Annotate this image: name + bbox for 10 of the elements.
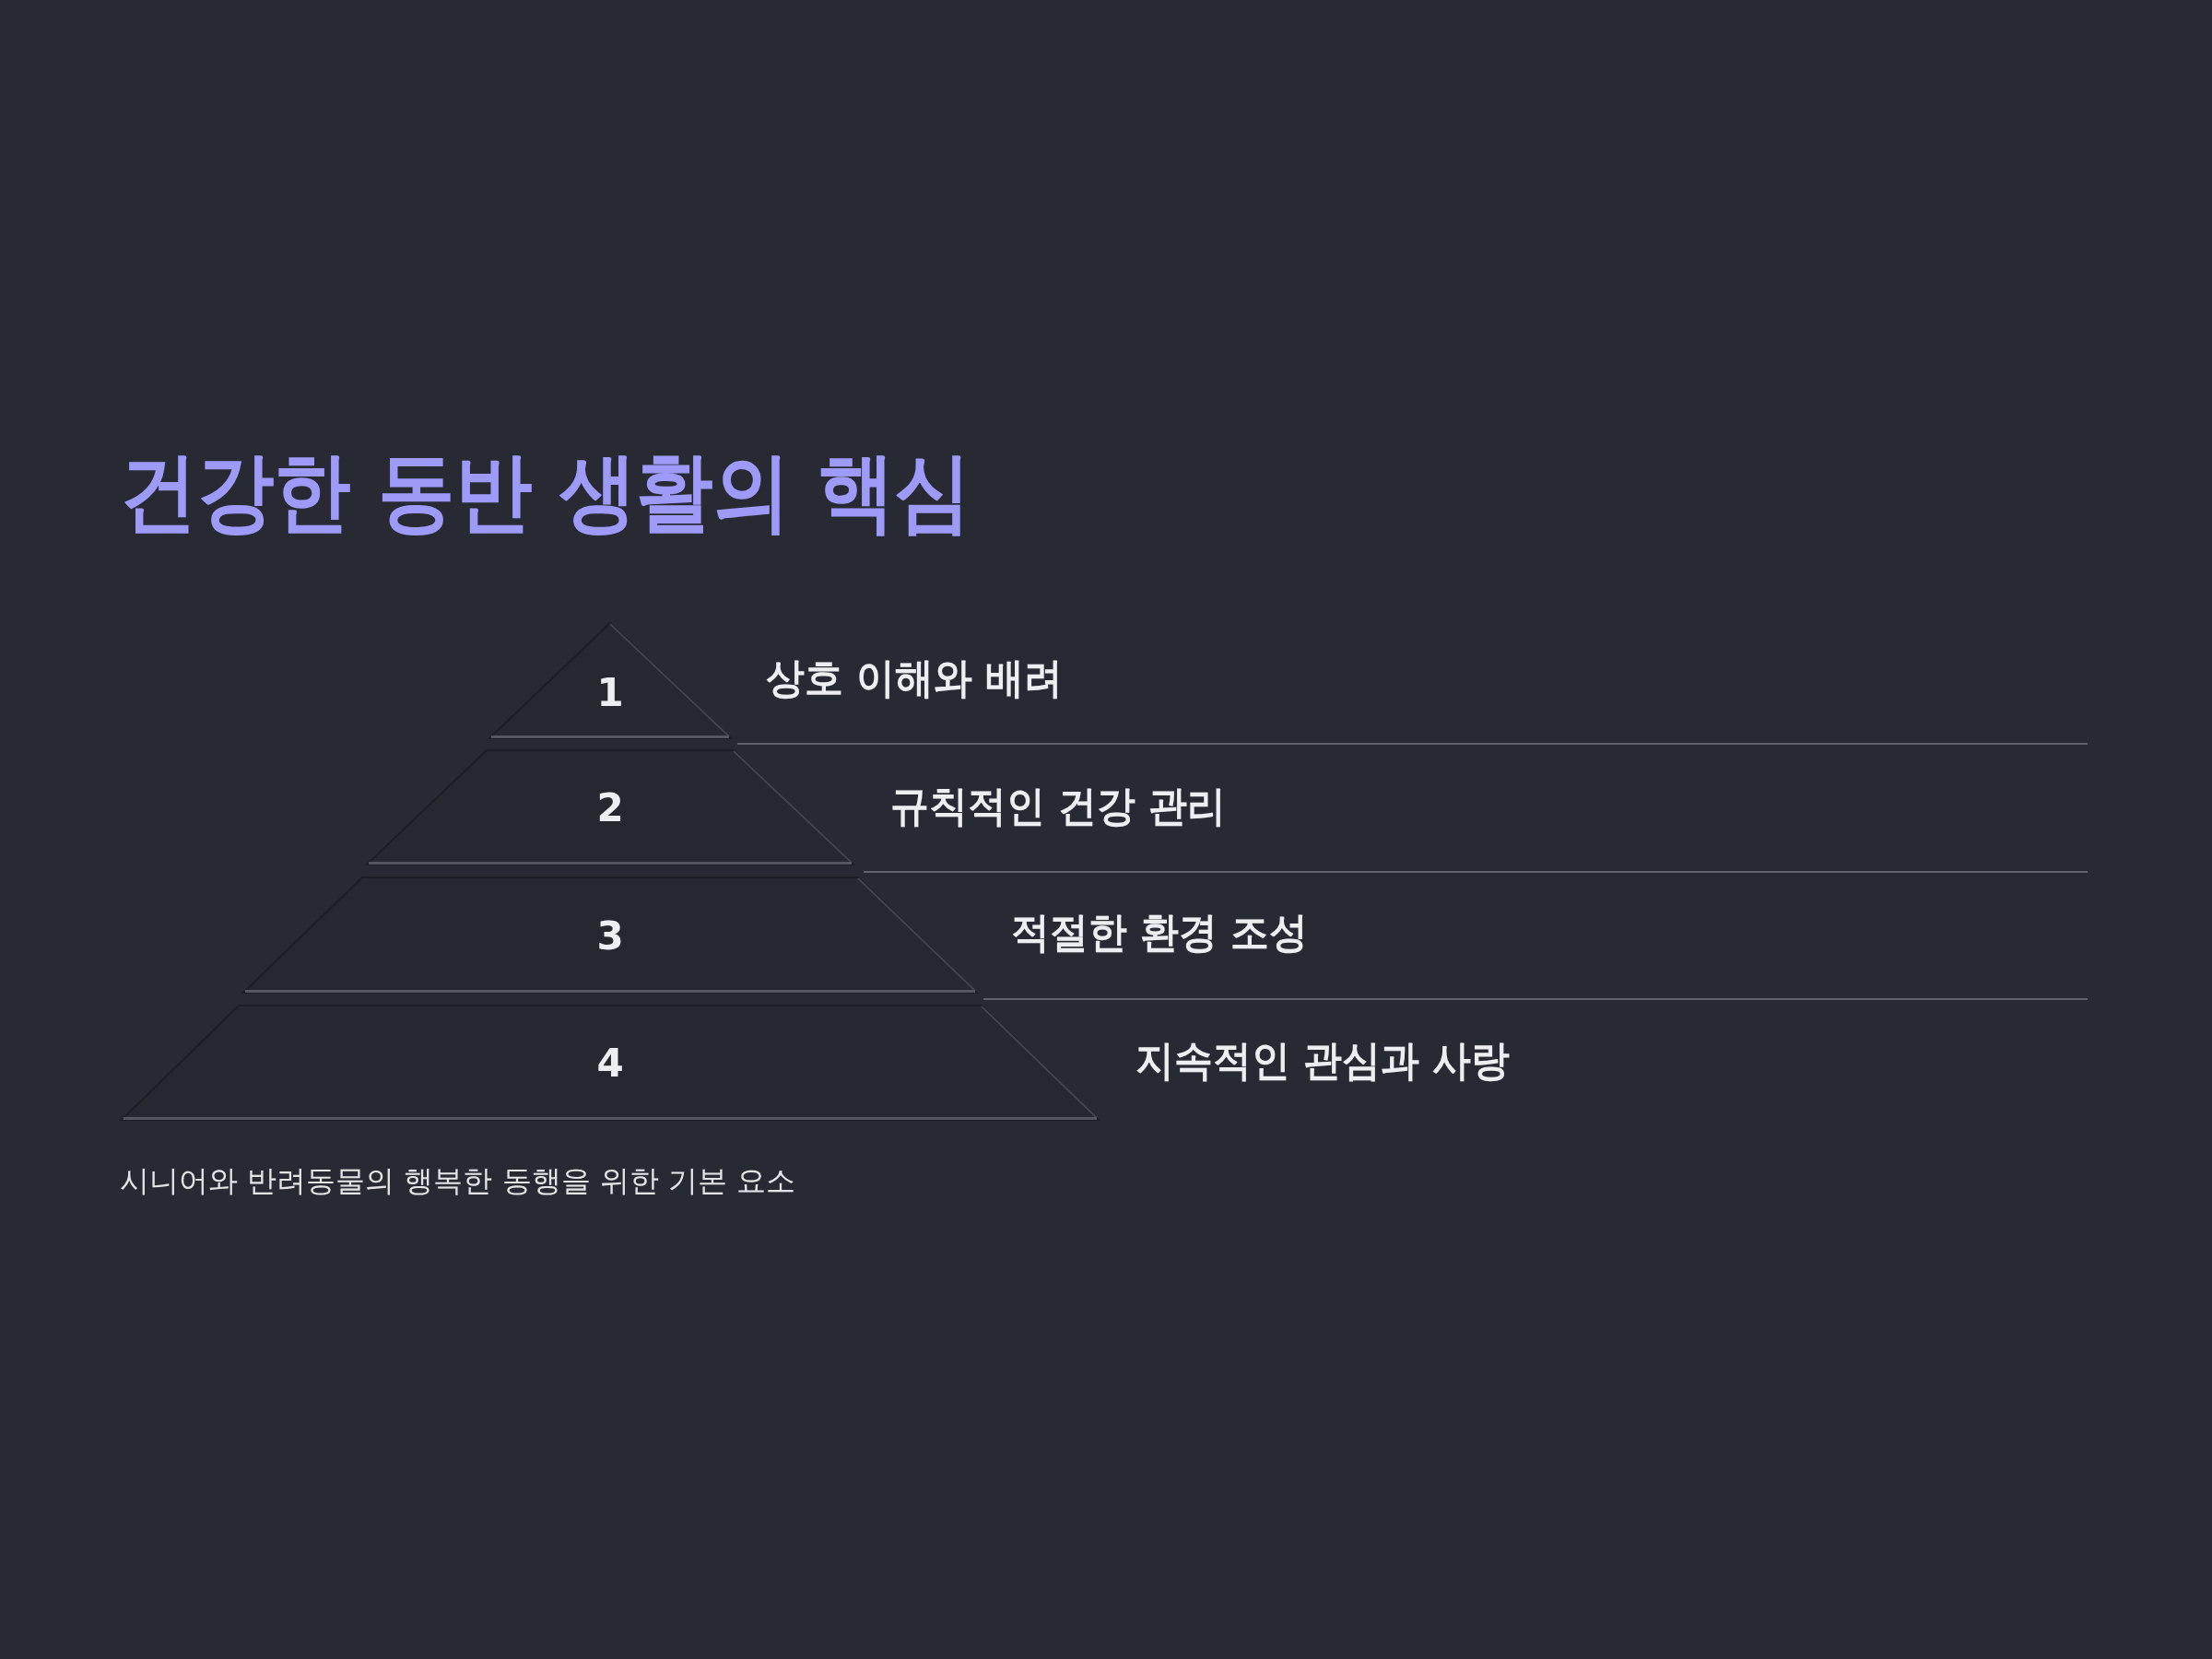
- tier-number: 2: [596, 786, 624, 830]
- tier-label: 규칙적인 건강 관리: [890, 782, 1226, 830]
- tier-label: 지속적인 관심과 사랑: [1135, 1037, 1510, 1085]
- tier-number: 3: [596, 914, 624, 959]
- tier-label: 상호 이해와 배려: [766, 654, 1064, 702]
- caption: 시니어와 반려동물의 행복한 동행을 위한 기본 요소: [120, 1163, 796, 1199]
- tier-number: 4: [596, 1041, 624, 1086]
- tier-label: 적절한 환경 조성: [1011, 909, 1309, 957]
- tier-number: 1: [596, 671, 624, 715]
- title: 건강한 동반 생활의 핵심: [120, 442, 971, 543]
